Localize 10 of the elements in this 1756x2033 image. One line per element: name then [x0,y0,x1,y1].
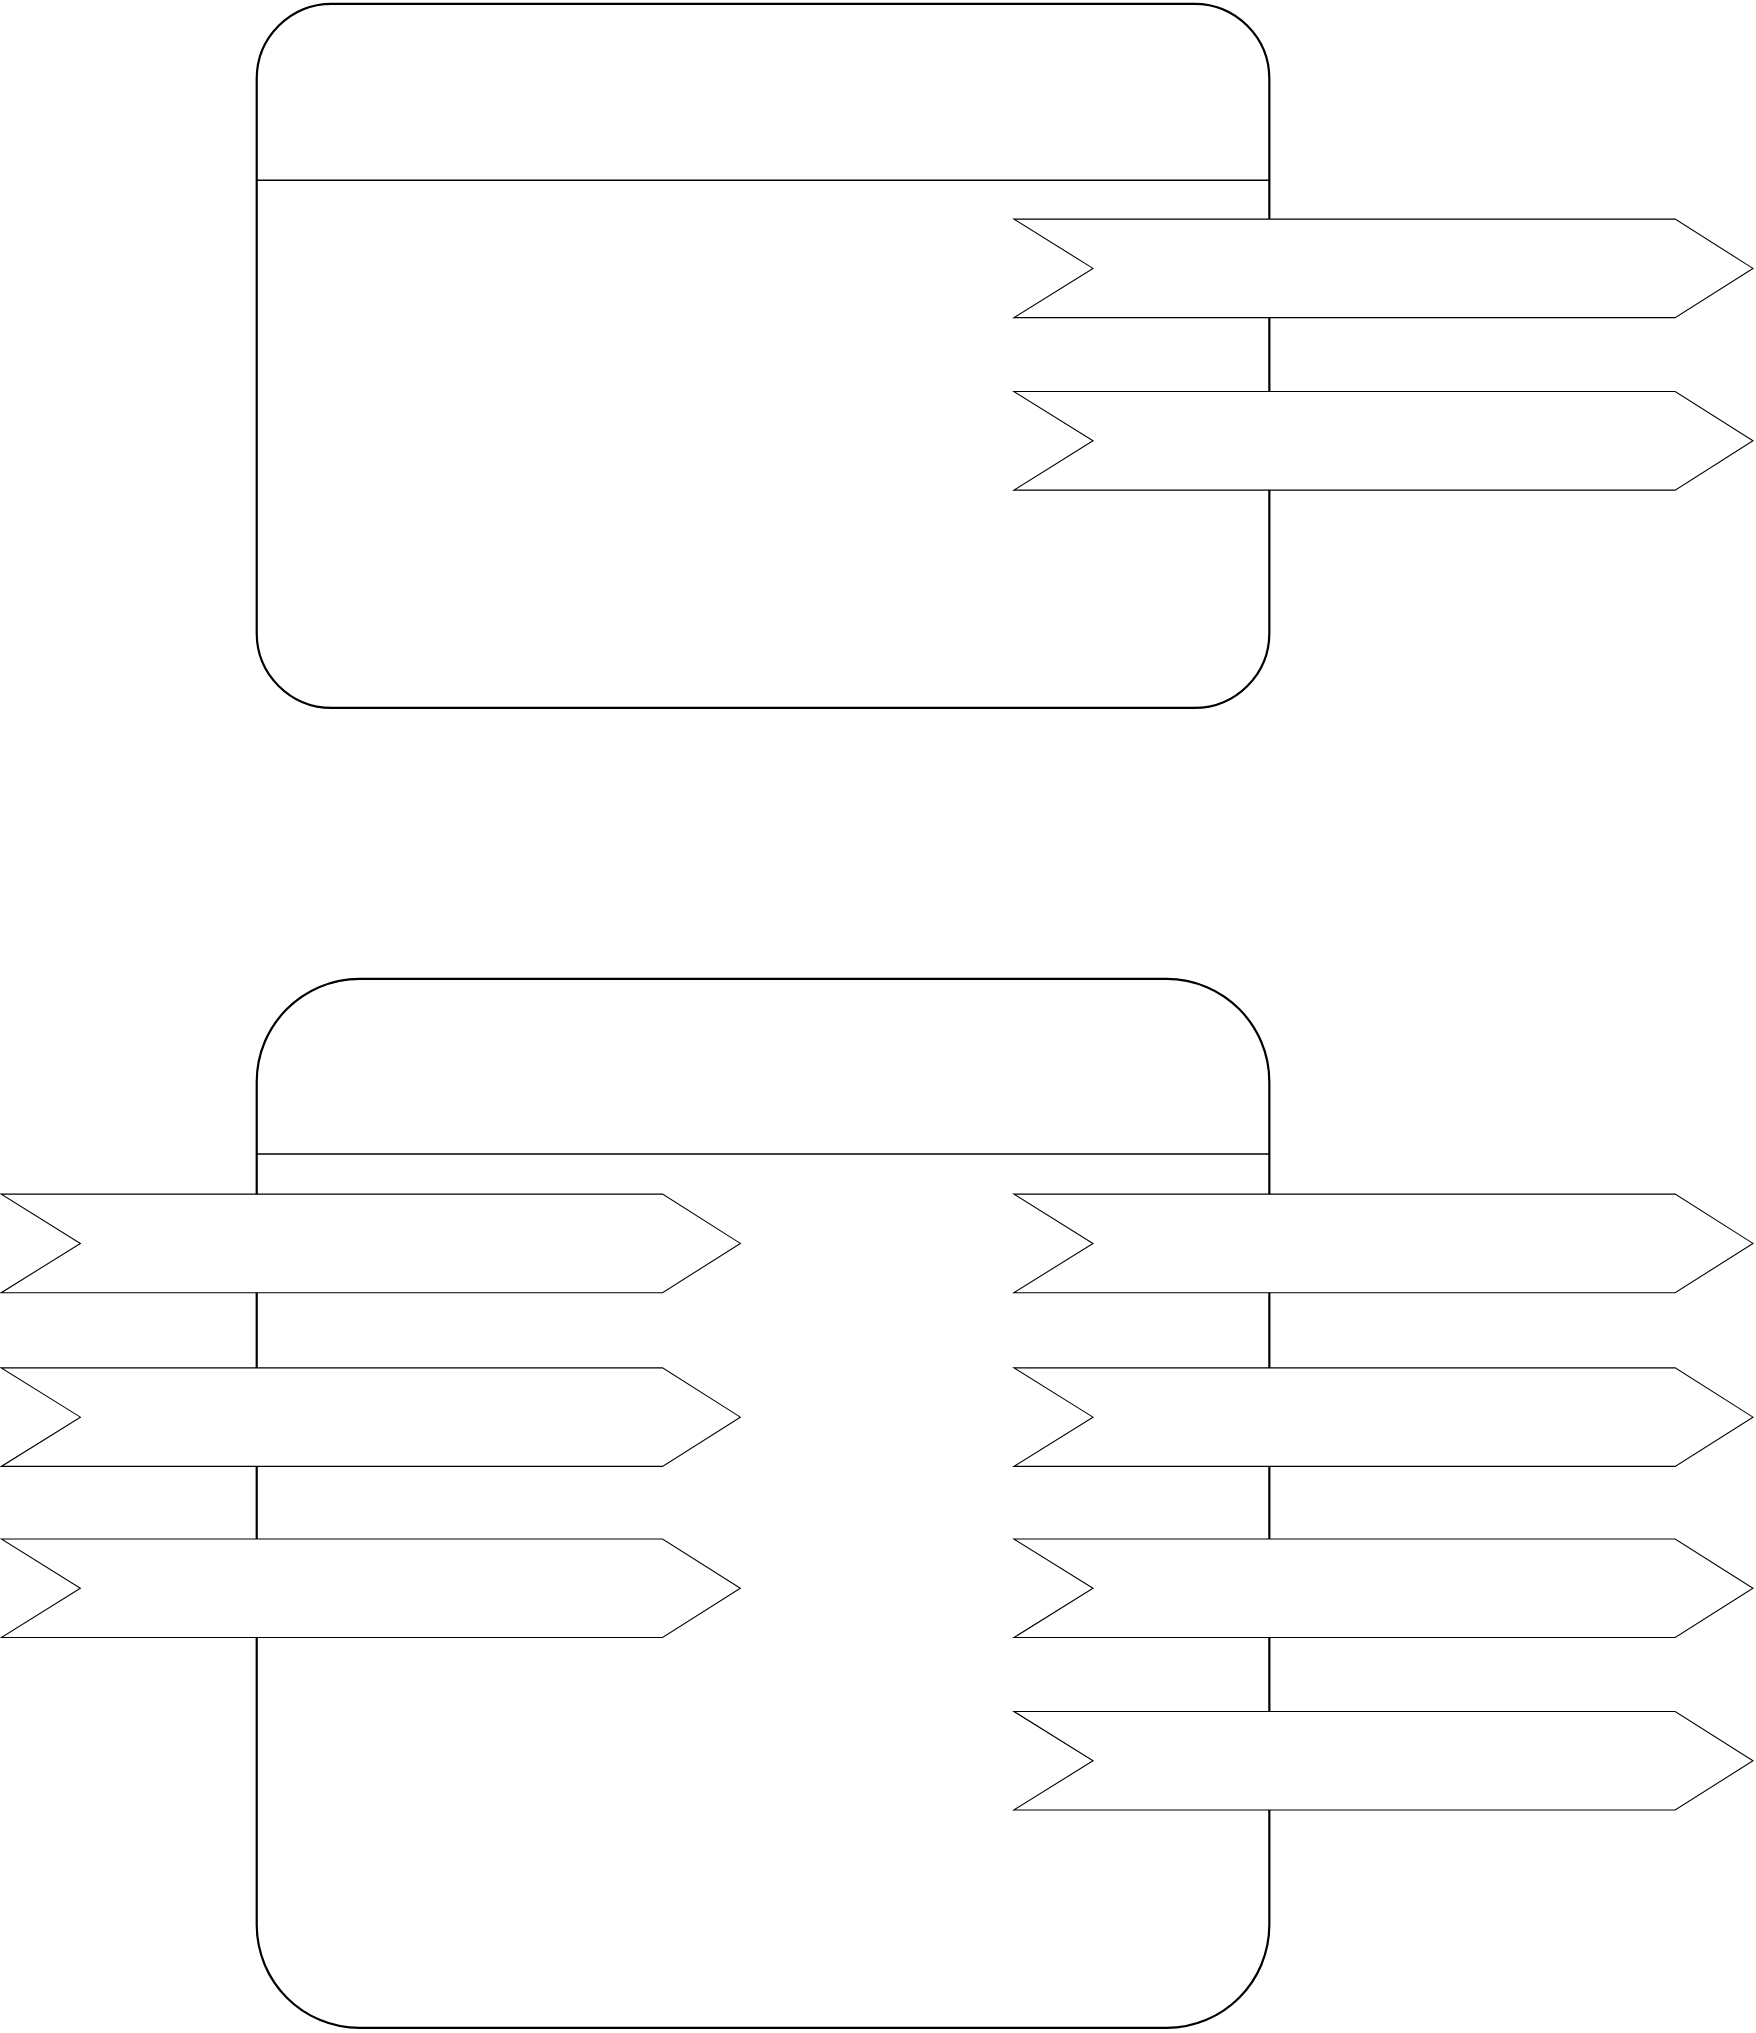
port-flag [0,1538,742,1639]
port-flag [0,1367,742,1467]
port-flag [1012,391,1755,491]
port-flag [1012,1538,1755,1639]
port-flag [0,1193,742,1294]
port-flag [1012,1710,1755,1811]
port-flag [1012,1367,1755,1467]
port-flag [1012,1193,1755,1294]
port-flag [1012,218,1755,319]
rounded-box [255,2,1271,710]
